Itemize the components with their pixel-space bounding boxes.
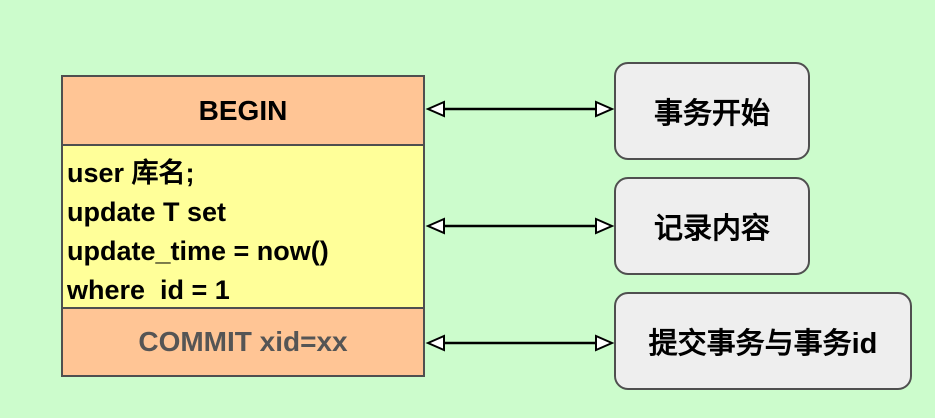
content-description: 记录内容 — [653, 213, 770, 245]
content-description-box: 记录内容 — [614, 177, 810, 275]
commit-description: 提交事务与事务id — [648, 328, 878, 360]
begin-description: 事务开始 — [653, 98, 770, 130]
begin-connector-arrow — [425, 100, 615, 118]
content-line: where id = 1 — [67, 275, 230, 305]
begin-section: BEGIN — [63, 77, 423, 146]
begin-label: BEGIN — [198, 94, 288, 126]
binlog-event-stack: BEGIN user 库名; update T set update_time … — [61, 75, 425, 377]
content-connector-arrow — [425, 217, 615, 235]
commit-connector-arrow — [425, 334, 615, 352]
begin-description-box: 事务开始 — [614, 62, 810, 160]
commit-section: COMMIT xid=xx — [63, 309, 423, 375]
commit-label: COMMIT xid=xx — [138, 326, 348, 357]
content-section: user 库名; update T set update_time = now(… — [63, 146, 423, 309]
commit-description-box: 提交事务与事务id — [614, 292, 912, 390]
content-line: update T set — [67, 197, 227, 227]
content-line: user 库名; — [67, 158, 195, 188]
content-line: update_time = now() — [67, 236, 329, 266]
